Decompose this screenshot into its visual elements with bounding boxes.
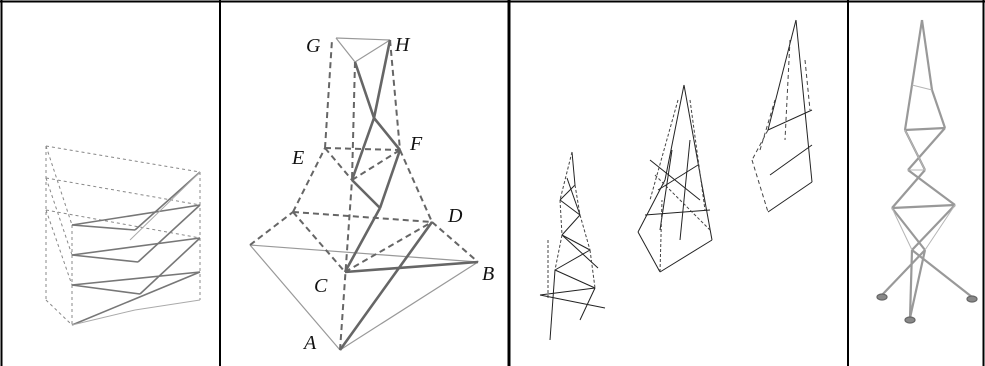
panel-4-feet: [876, 293, 978, 324]
node-label-b: B: [482, 263, 494, 285]
panel-3-spire: [767, 19, 813, 213]
node-label-e: E: [291, 147, 304, 169]
panel-1-cables: [45, 145, 201, 326]
panel-3-forms: [539, 19, 813, 341]
panel-3-twisted-tower-cables: [547, 151, 596, 300]
panel-4-mast: [876, 19, 978, 324]
panel-2-base-triangle: [249, 37, 479, 351]
foot-left: [876, 293, 888, 301]
node-label-g: G: [306, 35, 321, 57]
node-label-h: H: [394, 34, 411, 56]
panel-1-thin-cables: [71, 171, 201, 326]
panel-3-spire-cables: [751, 39, 811, 213]
node-label-f: F: [409, 133, 423, 155]
panel-4-mast-struts: [881, 19, 973, 319]
panel-2-struts: [338, 39, 479, 351]
node-label-a: A: [302, 332, 317, 354]
foot-right: [966, 295, 978, 303]
panel-1-prism-stack: [45, 145, 201, 326]
panel-2-labelled-tower: G H E F D C B A: [249, 34, 494, 354]
panel-3-diamond-tower: [637, 84, 713, 273]
panel-3-diamond-tower-cables: [649, 99, 711, 273]
node-label-c: C: [314, 275, 328, 297]
panel-3-twisted-tower: [539, 151, 606, 341]
foot-center: [904, 316, 916, 324]
panel-1-struts: [71, 171, 201, 326]
panel-4-mast-cables: [891, 84, 956, 251]
panel-2-node-labels: G H E F D C B A: [291, 34, 494, 354]
node-label-d: D: [447, 205, 463, 227]
